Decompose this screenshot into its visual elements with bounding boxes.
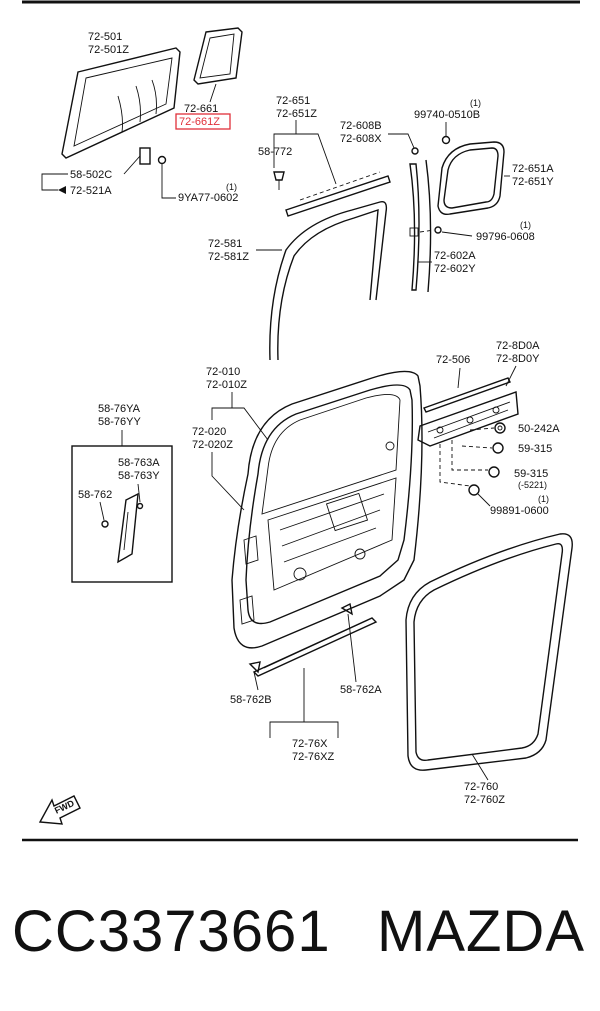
parts-diagram: 72-501 72-501Z 72-661 72-661Z 58-502C 72…: [22, 0, 580, 842]
leader-72-8d0a: [505, 365, 517, 387]
label-72-651y: 72-651Y: [512, 176, 554, 188]
leader-72-608b: [388, 133, 415, 149]
garnish-58-763a: [117, 483, 144, 564]
leader-72-76x: [269, 668, 339, 738]
label-59-315-b: 59-315: [514, 468, 548, 480]
leader-72-020: [211, 452, 245, 511]
label-99891-qty: (1): [538, 494, 549, 504]
label-58-763y: 58-763Y: [118, 470, 160, 482]
screw-72-608b: [411, 147, 419, 155]
screw-99740: [441, 135, 451, 145]
clip-58-762a: [340, 602, 357, 683]
label-72-581z: 72-581Z: [208, 251, 249, 263]
part-number: CC3373661: [12, 899, 331, 964]
bracket-leader: [41, 173, 68, 191]
label-58-762: 58-762: [78, 489, 112, 501]
label-72-581: 72-581: [208, 238, 242, 250]
window-frame-72-651a: [437, 141, 505, 216]
label-58-763a: 58-763A: [118, 457, 160, 469]
label-72-010: 72-010: [206, 366, 240, 378]
leader-72-010: [211, 392, 269, 441]
brand-name: MAZDA: [377, 899, 585, 964]
bolt-99891: [439, 444, 491, 507]
label-59-315-a: 59-315: [518, 443, 552, 455]
label-72-506: 72-506: [436, 354, 470, 366]
clip-58-762: [99, 501, 109, 528]
label-72-602y: 72-602Y: [434, 263, 476, 275]
regulator-72-8d0a: [417, 391, 519, 447]
label-58-762b: 58-762B: [230, 694, 272, 706]
label-72-76x: 72-76X: [292, 738, 328, 750]
clip-58-502c: [123, 147, 151, 175]
label-72-661z: 72-661Z: [179, 116, 220, 128]
label-72-760: 72-760: [464, 781, 498, 793]
label-58-772: 58-772: [258, 146, 292, 158]
label-9ya77-qty: (1): [226, 182, 237, 192]
label-72-8d0y: 72-8D0Y: [496, 353, 540, 365]
label-99740: 99740-0510B: [414, 109, 480, 121]
label-72-8d0a: 72-8D0A: [496, 340, 540, 352]
label-58-502c: 58-502C: [70, 169, 112, 181]
label-99796-qty: (1): [520, 220, 531, 230]
arrow-icon: [58, 186, 66, 194]
label-72-661: 72-661: [184, 103, 218, 115]
label-72-020z: 72-020Z: [192, 439, 233, 451]
label-50-242a: 50-242A: [518, 423, 560, 435]
label-58-762a: 58-762A: [340, 684, 382, 696]
label-72-501: 72-501: [88, 31, 122, 43]
nut-59-315-b: [451, 440, 500, 478]
weatherstrip-72-581: [269, 201, 388, 361]
screw-99796: [419, 226, 473, 237]
label-72-608b: 72-608B: [340, 120, 382, 132]
label-72-020: 72-020: [192, 426, 226, 438]
leader-72-760: [471, 753, 489, 781]
label-58-76ya: 58-76YA: [98, 403, 141, 415]
label-72-651: 72-651: [276, 95, 310, 107]
label-72-760z: 72-760Z: [464, 794, 505, 806]
screw-9ya77: [157, 155, 176, 199]
highlight-box-72-661z: [175, 113, 231, 130]
label-72-608x: 72-608X: [340, 133, 382, 145]
belt-molding-72-651: [285, 175, 391, 217]
label-72-602a: 72-602A: [434, 250, 476, 262]
label-99891: 99891-0600: [490, 505, 549, 517]
leader-72-651: [273, 120, 337, 185]
label-72-76xz: 72-76XZ: [292, 751, 334, 763]
label-72-010z: 72-010Z: [206, 379, 247, 391]
label-99796: 99796-0608: [476, 231, 535, 243]
nut-50-242a: [469, 422, 506, 434]
label-9ya77: 9YA77-0602: [178, 192, 238, 204]
label-72-521a: 72-521A: [70, 185, 112, 197]
weatherstrip-72-760: [405, 533, 573, 771]
label-72-651a: 72-651A: [512, 163, 554, 175]
belt-molding-dash: [299, 171, 381, 201]
strip-72-506: [423, 377, 511, 413]
inset-box: [71, 445, 173, 583]
run-channel-72-602a: [409, 159, 432, 293]
fwd-arrow-icon: FWD: [38, 795, 81, 825]
label-99740-qty: (1): [470, 98, 481, 108]
label-58-76yy: 58-76YY: [98, 416, 141, 428]
leader-72-506: [457, 367, 461, 389]
small-glass-72-661: [193, 27, 243, 85]
door-panel-72-010: [231, 370, 423, 649]
lower-molding-72-76x: [252, 617, 378, 677]
nut-59-315-a: [461, 442, 504, 454]
clip-58-762b: [248, 661, 261, 691]
caption-bar: CC3373661 MAZDA: [0, 880, 600, 990]
label-5221: (-5221): [518, 480, 547, 490]
quarter-glass-72-501: [61, 47, 181, 159]
label-72-501z: 72-501Z: [88, 44, 129, 56]
label-72-651z: 72-651Z: [276, 108, 317, 120]
clip-58-772: [273, 171, 285, 190]
leader-72-661: [209, 83, 217, 103]
fwd-label: FWD: [53, 798, 76, 816]
